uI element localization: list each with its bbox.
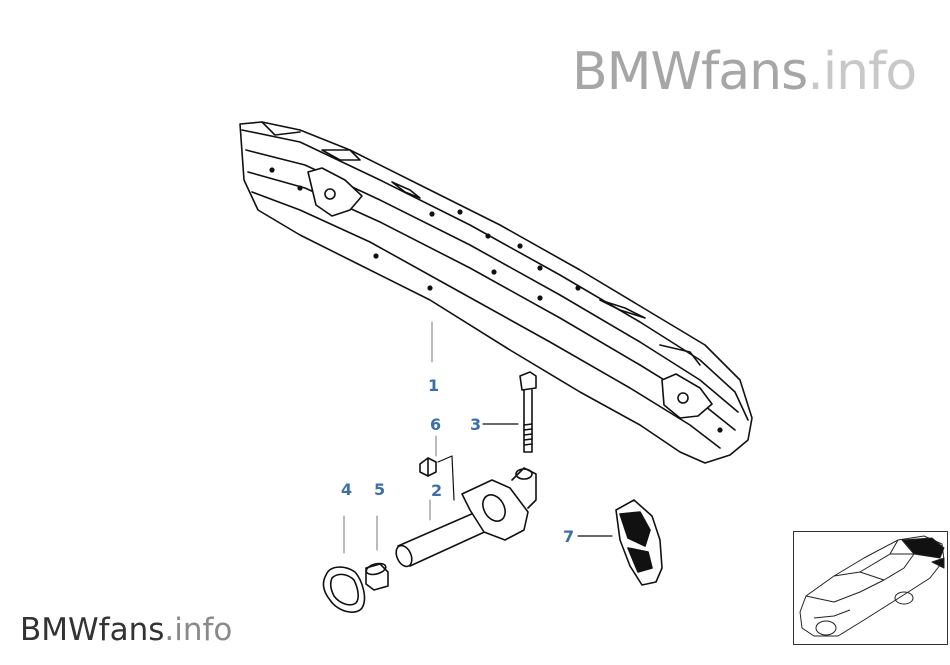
watermark-top-suffix: .info bbox=[807, 42, 917, 102]
watermark-bottom-brand: BMWfans bbox=[20, 612, 165, 648]
bracket-icon[interactable] bbox=[615, 499, 663, 586]
callout-3: 3 bbox=[470, 415, 482, 434]
nut-icon[interactable] bbox=[419, 457, 437, 477]
callout-2: 2 bbox=[431, 481, 443, 500]
callout-1: 1 bbox=[428, 376, 440, 395]
bolt-icon[interactable] bbox=[519, 371, 537, 453]
callout-6: 6 bbox=[430, 415, 442, 434]
car-thumbnail[interactable] bbox=[793, 531, 948, 645]
cap-icon[interactable] bbox=[365, 562, 389, 591]
callout-7: 7 bbox=[563, 527, 575, 546]
callout-4: 4 bbox=[341, 480, 353, 499]
watermark-bottom: BMWfans.info bbox=[20, 612, 232, 648]
seal-ring-icon[interactable] bbox=[322, 566, 366, 613]
callout-5: 5 bbox=[374, 480, 386, 499]
car-thumbnail-icon bbox=[799, 535, 945, 637]
watermark-bottom-suffix: .info bbox=[164, 612, 233, 648]
impact-absorber-icon[interactable] bbox=[393, 467, 537, 569]
bumper-carrier-icon[interactable] bbox=[239, 121, 753, 464]
watermark-top: BMWfans.info bbox=[572, 42, 917, 102]
watermark-top-brand: BMWfans bbox=[572, 42, 808, 102]
